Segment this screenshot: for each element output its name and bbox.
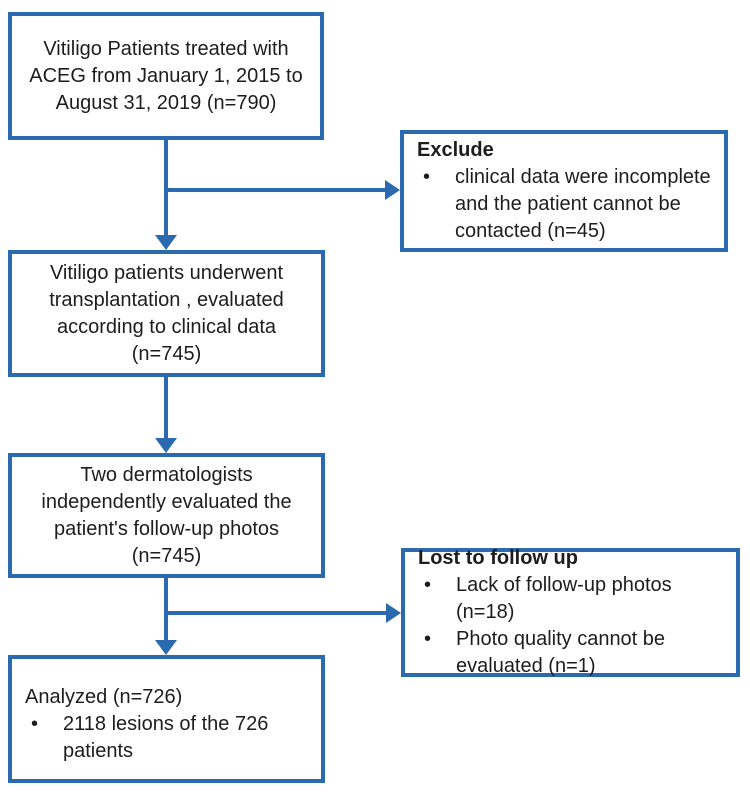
arrowhead-down-dermatologists-icon [155,438,177,453]
arrowhead-down-transplantation-icon [155,235,177,250]
list-item: • Lack of follow-up photos (n=18) [418,572,732,626]
bullet-icon: • [31,712,39,735]
node-exclude-bullets: • clinical data were incomplete and the … [417,164,720,245]
bullet-icon: • [423,166,431,188]
analyzed-bullet-text: 2118 lesions of the 726 patients [63,712,269,762]
connector-transplantation-to-dermatologists [164,377,168,439]
node-transplantation-box: Vitiligo patients underwent transplantat… [8,250,325,377]
node-transplantation-text: Vitiligo patients underwent transplantat… [49,261,284,365]
bullet-icon: • [424,628,432,650]
node-lost-bullets: • Lack of follow-up photos (n=18) • Phot… [418,572,732,680]
arrowhead-right-lost-icon [386,603,401,623]
list-item: • clinical data were incomplete and the … [417,164,720,245]
list-item: • 2118 lesions of the 726 patients [25,711,317,765]
exclude-bullet-text: clinical data were incomplete and the pa… [455,166,711,242]
node-lost-title: Lost to follow up [418,547,578,569]
node-analyzed-title: Analyzed (n=726) [25,685,183,708]
connector-branch-lost-to-follow-up [166,611,386,615]
node-enrollment-text: Vitiligo Patients treated with ACEG from… [29,37,303,114]
node-dermatologists-text: Two dermatologists independently evaluat… [41,463,292,567]
node-lost-to-follow-up-box: Lost to follow up • Lack of follow-up ph… [401,547,740,680]
node-dermatologists-box: Two dermatologists independently evaluat… [8,453,325,578]
lost-bullet-text-2: Photo quality cannot be evaluated (n=1) [456,628,666,677]
list-item: • Photo quality cannot be evaluated (n=1… [418,626,732,680]
lost-bullet-text-1: Lack of follow-up photos (n=18) [456,574,672,623]
node-exclude-title: Exclude [417,139,494,161]
arrowhead-down-analyzed-icon [155,640,177,655]
node-exclude-box: Exclude • clinical data were incomplete … [400,130,728,252]
node-analyzed-box: Analyzed (n=726) • 2118 lesions of the 7… [8,655,325,783]
connector-branch-exclude [166,188,385,192]
node-analyzed-bullets: • 2118 lesions of the 726 patients [25,711,317,765]
arrowhead-right-exclude-icon [385,180,400,200]
bullet-icon: • [424,574,432,596]
node-enrollment-box: Vitiligo Patients treated with ACEG from… [8,12,324,140]
connector-dermatologists-to-analyzed [164,578,168,641]
